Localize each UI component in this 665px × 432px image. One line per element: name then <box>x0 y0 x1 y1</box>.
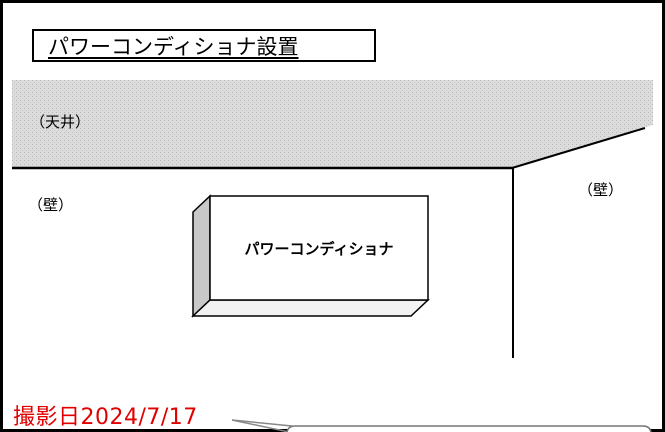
wall-left-label: （壁） <box>28 196 74 214</box>
power-conditioner-box <box>191 194 430 318</box>
wall-right-label: （壁） <box>578 181 624 199</box>
page-title: パワーコンディショナ設置 <box>48 34 299 59</box>
box-front-face <box>209 195 429 301</box>
ceiling-band <box>12 80 653 167</box>
right-ceiling-edge-line <box>511 127 646 169</box>
photo-date: 撮影日2024/7/17 <box>13 405 198 430</box>
callout-bubble <box>231 419 652 432</box>
power-conditioner-label: パワーコンディショナ <box>244 239 394 258</box>
title-box: パワーコンディショナ設置 <box>32 29 376 62</box>
box-left-face <box>192 194 211 318</box>
box-bottom-face <box>191 299 430 317</box>
ceiling-label: （天井） <box>30 113 91 131</box>
